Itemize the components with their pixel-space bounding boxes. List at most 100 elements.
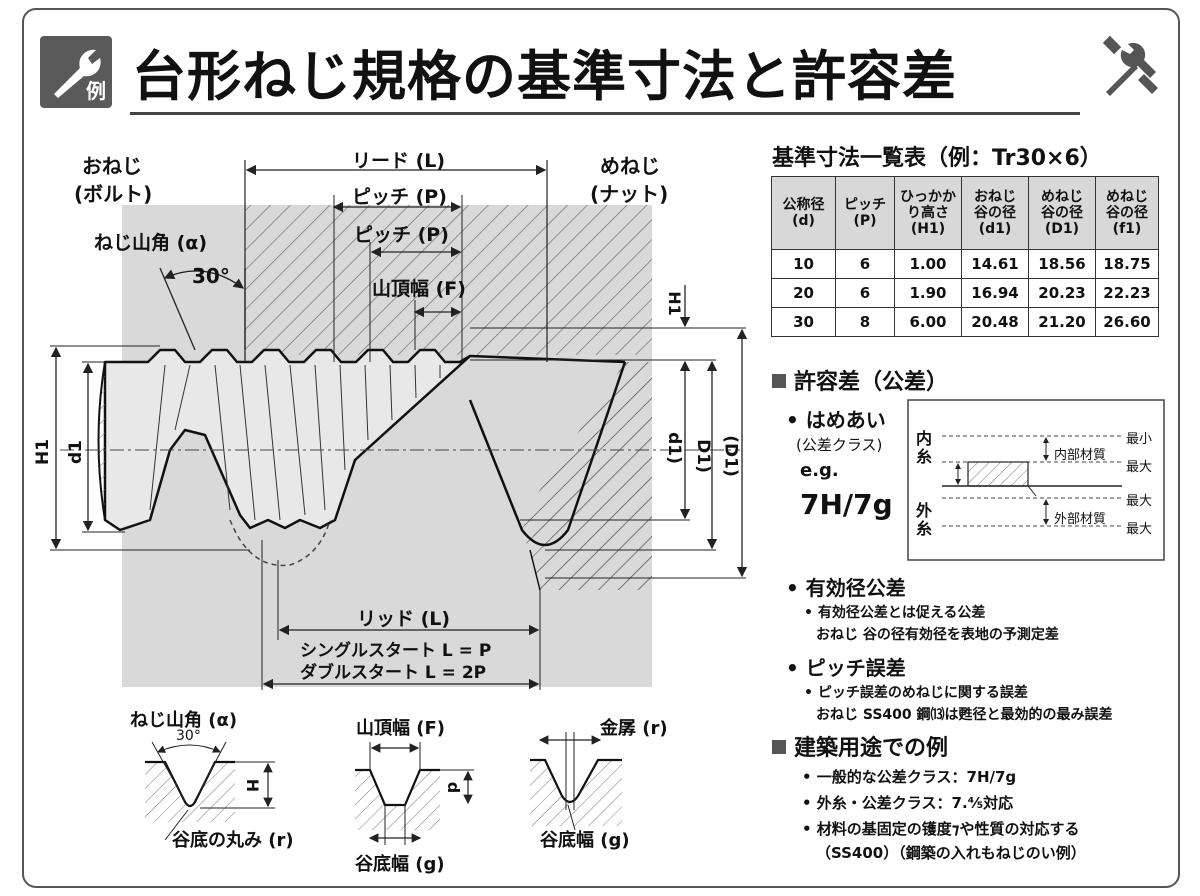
table-cell: 1.90 bbox=[894, 278, 962, 308]
effective-line-1: • 有効径公差とは促える公差 bbox=[804, 605, 986, 621]
detail-1-profile bbox=[145, 760, 235, 808]
crest-width-label: 山頂幅 (F) bbox=[372, 278, 466, 300]
table-cell: 10 bbox=[771, 249, 836, 279]
detail-3-caption: 谷底幅 (g) bbox=[540, 830, 630, 851]
col-header: 公称径(d) bbox=[771, 176, 836, 250]
detail-3-profile bbox=[530, 758, 622, 804]
table-row: 20 6 1.90 16.94 20.23 22.23 bbox=[771, 278, 1159, 308]
min-label: 最小 bbox=[1126, 432, 1153, 447]
page-title: 台形ねじ規格の基準寸法と許容差 bbox=[132, 45, 957, 108]
table-cell: 18.56 bbox=[1028, 249, 1096, 279]
badge-label: 例 bbox=[86, 79, 106, 103]
detail-2-body bbox=[355, 770, 440, 830]
table-header-row: 公称径(d) ピッチ(P) ひっかかり高さ(H1) おねじ谷の径(d1) めねじ… bbox=[771, 176, 1159, 250]
effective-heading: • 有効径公差 bbox=[786, 576, 906, 600]
detail-1-angle-arc bbox=[157, 744, 221, 753]
outer-material-label: 外部材質 bbox=[1054, 512, 1107, 527]
pitch-error-line-1: • ピッチ誤差のめねじに関する誤差 bbox=[804, 685, 1028, 701]
single-start-label: シングルスタート L = P bbox=[300, 641, 492, 661]
bolt-hidden-profile bbox=[229, 519, 331, 567]
nut-upper-hatch bbox=[245, 205, 652, 355]
h1-right-label: H1 bbox=[664, 291, 684, 316]
detail-2-profile bbox=[355, 768, 440, 807]
h1-left-label: H1 bbox=[33, 438, 54, 466]
bolt-label: おねじ bbox=[82, 154, 142, 178]
d1-right-label: d1) bbox=[663, 432, 684, 464]
table-cell: 6.00 bbox=[894, 307, 962, 337]
table-cell: 6 bbox=[835, 278, 895, 308]
building-line-2: • 外糸・公差クラス：7.⅘対応 bbox=[802, 794, 1014, 812]
title-underline bbox=[130, 112, 1080, 115]
bolt-label-sub: (ボルト) bbox=[74, 182, 153, 206]
detail-2-caption: 谷底幅 (g) bbox=[355, 854, 445, 875]
detail-1-leader bbox=[164, 809, 189, 841]
table-cell: 1.00 bbox=[894, 249, 962, 279]
bolt-body bbox=[103, 348, 472, 532]
table-cell: 16.94 bbox=[961, 278, 1029, 308]
pitch-label-2: ピッチ (P) bbox=[354, 224, 449, 246]
table-cell: 6 bbox=[835, 249, 895, 279]
detail-1-angle: 30° bbox=[176, 728, 201, 744]
bolt-left-end bbox=[97, 361, 106, 521]
fit-value: 7H/7g bbox=[800, 488, 893, 521]
table-cell: 30 bbox=[771, 307, 836, 337]
building-title: 建築用途での例 bbox=[772, 730, 948, 762]
table-cell: 14.61 bbox=[961, 249, 1029, 279]
table-cell: 18.75 bbox=[1095, 249, 1159, 279]
fit-eg: e.g. bbox=[800, 460, 839, 481]
D1-paren-label: (D1) bbox=[720, 435, 741, 477]
square-bullet-icon bbox=[772, 374, 786, 388]
wrench-icon bbox=[54, 49, 101, 98]
max-label-2: 最大 bbox=[1126, 494, 1153, 509]
tolerance-title: 許容差（公差） bbox=[772, 364, 948, 396]
max-label-3: 最大 bbox=[1126, 522, 1153, 537]
building-line-1: • 一般的な公差クラス：7H/7g bbox=[802, 768, 1017, 786]
table-cell: 20.23 bbox=[1028, 278, 1096, 308]
detail-1-h: H bbox=[243, 778, 263, 793]
lead-label: リード (L) bbox=[352, 150, 446, 172]
bolt-thread-lines bbox=[149, 364, 441, 521]
col-header: ピッチ(P) bbox=[835, 176, 895, 250]
nut-label-sub: (ナット) bbox=[590, 182, 669, 206]
page-frame bbox=[22, 8, 1180, 888]
D1-label: D1) bbox=[692, 439, 713, 473]
square-bullet-icon bbox=[772, 740, 786, 754]
d1-left-label: d1 bbox=[66, 440, 86, 464]
lead-bottom-label: リッド (L) bbox=[357, 608, 451, 630]
nut-root-tip bbox=[529, 549, 541, 591]
tolerance-diagram bbox=[907, 399, 1165, 561]
max-label-1: 最大 bbox=[1126, 460, 1153, 475]
detail-2-title: 山頂幅 (F) bbox=[356, 718, 446, 739]
col-header: めねじ谷の径(f1) bbox=[1095, 176, 1159, 250]
thread-angle-label: ねじ山角 (α) bbox=[94, 232, 208, 254]
inner-material-label: 内部材質 bbox=[1054, 448, 1107, 463]
table-cell: 20 bbox=[771, 278, 836, 308]
inner-thread-label: 内糸 bbox=[916, 429, 933, 466]
fit-sub: (公差クラス) bbox=[796, 436, 883, 454]
detail-3-title: 金孱 (r) bbox=[600, 718, 668, 739]
double-start-label: ダブルスタート L = 2P bbox=[300, 663, 487, 683]
outer-thread-label: 外糸 bbox=[916, 501, 933, 538]
effective-line-2: おねじ 谷の径有効径を表地の予測定差 bbox=[816, 627, 1059, 643]
example-badge: 例 bbox=[40, 36, 112, 108]
pitch-error-line-2: おねじ SS400 鋼⒀は甦径と最効的の最み誤差 bbox=[816, 707, 1113, 723]
col-header: めねじ谷の径(D1) bbox=[1028, 176, 1096, 250]
table-cell: 8 bbox=[835, 307, 895, 337]
pitch-label: ピッチ (P) bbox=[352, 186, 447, 208]
angle-arc bbox=[163, 269, 245, 289]
angle-value: 30° bbox=[192, 264, 230, 288]
detail-1-caption: 谷底の丸み (r) bbox=[172, 830, 294, 851]
col-header: ひっかかり高さ(H1) bbox=[894, 176, 962, 250]
detail-3-leader bbox=[567, 804, 576, 831]
table-row: 10 6 1.00 14.61 18.56 18.75 bbox=[771, 249, 1159, 279]
detail-3-body bbox=[530, 760, 622, 826]
table-cell: 21.20 bbox=[1028, 307, 1096, 337]
fit-heading: • はめあい bbox=[786, 408, 886, 432]
detail-1-body bbox=[145, 762, 235, 822]
building-line-3: • 材料の基固定の镬度⁊や性質の対応する bbox=[802, 820, 1080, 838]
detail-2-d: d bbox=[444, 781, 464, 794]
building-line-4: （SS400）（鋼築の入れもねじのい例） bbox=[816, 844, 1086, 862]
nut-label: めねじ bbox=[600, 154, 660, 178]
dimension-table: 公称径(d) ピッチ(P) ひっかかり高さ(H1) おねじ谷の径(d1) めねじ… bbox=[771, 176, 1159, 337]
